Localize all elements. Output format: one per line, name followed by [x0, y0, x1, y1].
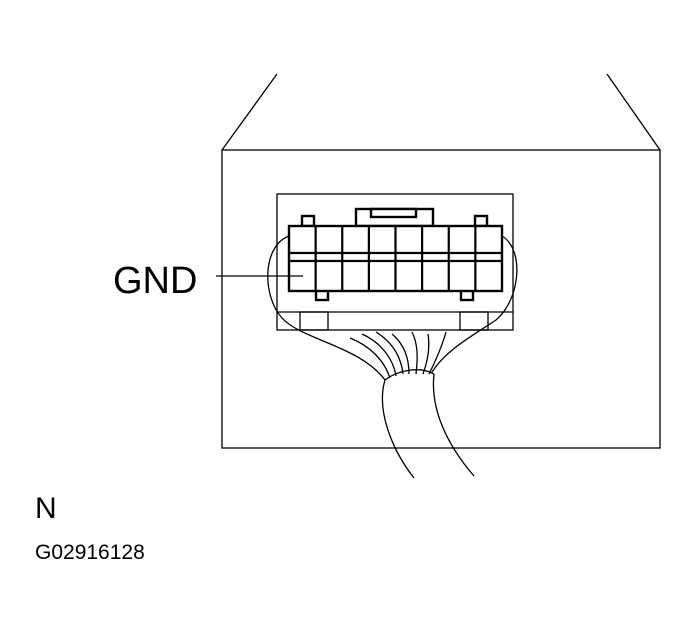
cable-jacket-left [381, 379, 415, 479]
gnd-callout: GND [113, 260, 303, 302]
connector-mount-frame [276, 193, 514, 331]
view-letter: N [35, 492, 57, 525]
housing-right-edge [606, 73, 661, 151]
wire-strand [361, 333, 397, 377]
gnd-label: GND [113, 260, 197, 302]
component-housing [221, 73, 661, 449]
connector-top-tab-left [300, 214, 316, 228]
figure-code: G02916128 [35, 541, 145, 564]
wire-strand [349, 337, 391, 379]
housing-left-edge [221, 73, 278, 151]
mount-foot-right [459, 311, 489, 331]
harness-outline-left [267, 235, 386, 381]
mount-foot-left [299, 311, 329, 331]
wire-strand [375, 331, 404, 375]
connector [287, 207, 504, 302]
connector-pin-grid [289, 226, 502, 291]
wire-strand [428, 331, 447, 375]
harness-outline-right [431, 235, 518, 373]
cable-jacket-right [432, 373, 475, 477]
housing-front-face [221, 149, 661, 449]
wire-strand [411, 331, 418, 375]
cable-jacket-end [384, 369, 435, 381]
wire-strand [422, 333, 430, 375]
connector-mount [276, 193, 514, 331]
connector-lock-slot [369, 207, 418, 219]
wire-harness [267, 235, 518, 479]
connector-top-tab-right [473, 214, 489, 228]
